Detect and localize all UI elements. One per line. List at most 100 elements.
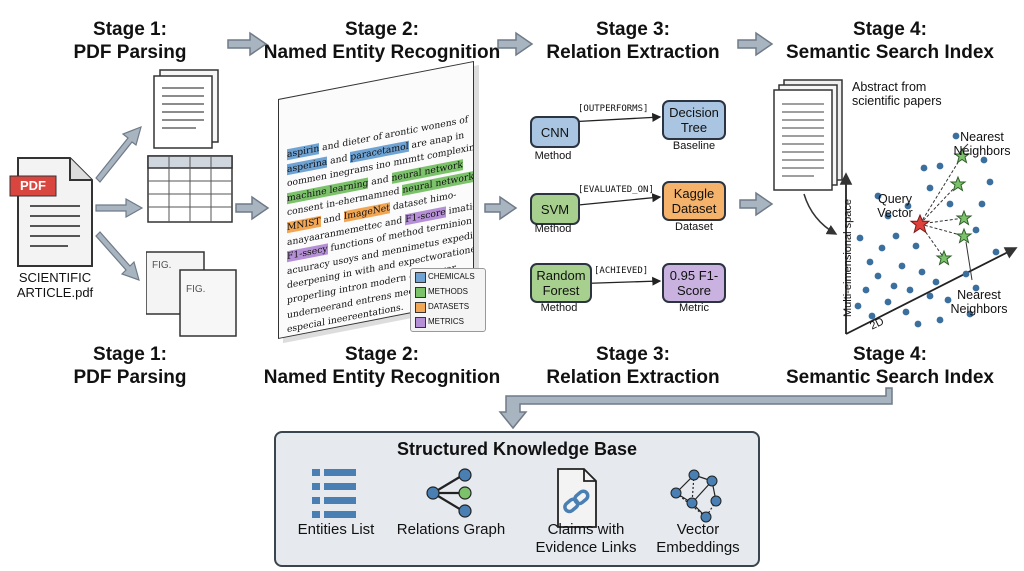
arrow-pdf-to-text	[95, 126, 142, 183]
embedding-point	[868, 312, 876, 320]
knowledge-base-title: Structured Knowledge Base	[396, 439, 638, 459]
embedding-point	[884, 298, 892, 306]
stage-4-title-bottom: Stage 4:Semantic Search Index	[785, 344, 995, 388]
embedding-point	[986, 178, 994, 186]
stage-3-title-top: Stage 3:Relation Extraction	[546, 19, 720, 63]
legend-chemicals: CHEMICALS	[411, 269, 485, 284]
knowledge-base-panel: Structured Knowledge Base	[274, 431, 760, 567]
embedding-point	[992, 248, 1000, 256]
abstract-stack-icon	[773, 79, 843, 191]
embedding-point	[926, 292, 934, 300]
stage-4-title-top: Stage 4:Semantic Search Index	[785, 19, 995, 63]
embedding-point	[980, 156, 988, 164]
relation-achieved: [ACHIEVED]	[594, 266, 649, 276]
ner-legend: CHEMICALS METHODS DATASETS METRICS	[410, 268, 486, 332]
arrow-stage1-to-2	[227, 31, 268, 57]
node-svm: SVM	[530, 193, 580, 225]
network-icon	[670, 469, 722, 523]
nearest-neighbors-bottom: Nearest Neighbors	[950, 288, 1008, 316]
fig-label-1: FIG.	[152, 260, 172, 271]
embedding-point	[862, 286, 870, 294]
embedding-point	[944, 296, 952, 304]
embedding-point	[978, 200, 986, 208]
kb-vector-embeddings: Vector Embeddings	[656, 521, 740, 556]
arrow-stage3-to-4	[737, 31, 774, 57]
embedding-point	[874, 192, 882, 200]
pdf-file-icon	[9, 157, 93, 267]
arrow-mid-2	[484, 195, 518, 221]
metrics-swatch-icon	[415, 317, 426, 328]
stage-2-title-top: Stage 2:Named Entity Recognition	[263, 19, 501, 63]
nearest-neighbors-top: Nearest Neighbors	[953, 130, 1011, 158]
node-decision-tree-type: Baseline	[672, 140, 716, 152]
node-cnn: CNN	[530, 116, 580, 148]
legend-metrics: METRICS	[411, 314, 485, 329]
kb-entities-list: Entities List	[297, 521, 375, 538]
arrow-pdf-to-figure	[95, 231, 140, 281]
stage-3-title-bottom: Stage 3:Relation Extraction	[546, 344, 720, 388]
embedding-space	[773, 79, 1018, 335]
query-star-icon	[909, 213, 931, 234]
node-kaggle-dataset-type: Dataset	[675, 221, 713, 233]
table-icon	[147, 155, 233, 223]
arrow-stage2-to-3	[497, 31, 534, 57]
neighbor-star-1	[949, 175, 967, 192]
abstract-label: Abstract from scientific papers	[852, 80, 942, 108]
embedding-point	[926, 184, 934, 192]
node-decision-tree: Decision Tree	[662, 100, 726, 140]
embedding-point	[936, 162, 944, 170]
document-link-icon	[557, 468, 597, 528]
kb-relations-graph: Relations Graph	[396, 521, 506, 538]
y-axis-label: Multi-eimensional space	[842, 199, 854, 317]
embedding-point	[898, 262, 906, 270]
node-random-forest: Random Forest	[530, 263, 592, 303]
embedding-point	[946, 200, 954, 208]
arrow-mid-3	[739, 191, 774, 217]
stage-2-title-bottom: Stage 2:Named Entity Recognition	[263, 344, 501, 388]
embedding-point	[854, 302, 862, 310]
neighbor-star-5	[935, 249, 953, 266]
neighbor-star-3	[955, 209, 973, 226]
neighbor-star-2	[953, 147, 971, 164]
stage-1-title-bottom: Stage 1:PDF Parsing	[73, 344, 187, 388]
node-f1-score: 0.95 F1-Score	[662, 263, 726, 303]
embedding-point	[932, 278, 940, 286]
embedding-point	[890, 282, 898, 290]
query-vector-label: Query Vector	[877, 192, 913, 220]
parsed-outputs	[146, 69, 237, 337]
legend-methods: METHODS	[411, 284, 485, 299]
arrow-pdf-to-table	[95, 197, 144, 219]
chemicals-swatch-icon	[415, 272, 426, 283]
neighbor-star-4	[955, 227, 973, 244]
embedding-point	[918, 268, 926, 276]
relation-evaluated-on: [EVALUATED_ON]	[578, 185, 654, 195]
node-random-forest-type: Method	[540, 302, 578, 314]
embedding-point	[866, 258, 874, 266]
graph-icon	[426, 468, 472, 518]
embedding-point	[962, 270, 970, 278]
embedding-point	[904, 202, 912, 210]
embedding-point	[920, 164, 928, 172]
embedding-point	[874, 272, 882, 280]
embedding-point	[914, 320, 922, 328]
figure-icon	[146, 251, 237, 337]
node-f1-score-type: Metric	[679, 302, 709, 314]
fig-label-2: FIG.	[186, 284, 206, 295]
kb-claims-evidence: Claims with Evidence Links	[535, 521, 637, 556]
embedding-point	[884, 212, 892, 220]
embedding-point	[972, 284, 980, 292]
embedding-point	[936, 316, 944, 324]
legend-datasets: DATASETS	[411, 299, 485, 314]
node-kaggle-dataset: Kaggle Dataset	[662, 181, 726, 221]
embedding-point	[966, 310, 974, 318]
arrow-to-knowledge-base	[498, 387, 893, 430]
embedding-point	[952, 132, 960, 140]
pdf-badge: PDF	[20, 178, 46, 193]
embedding-point	[856, 234, 864, 242]
relation-outperforms: [OUTPERFORMS]	[578, 104, 649, 114]
embedding-point	[878, 244, 886, 252]
arrow-mid-1	[235, 195, 270, 221]
embedding-point	[972, 226, 980, 234]
